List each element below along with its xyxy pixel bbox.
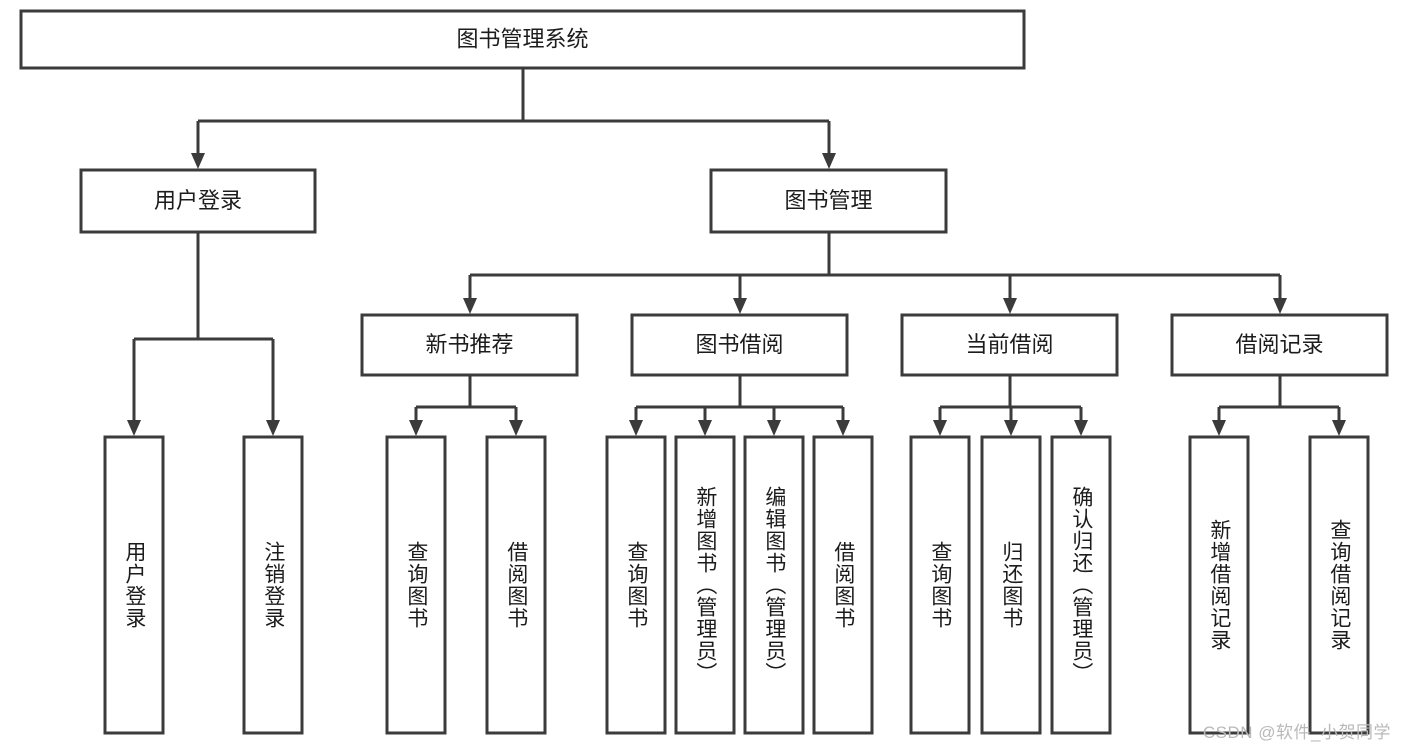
node-box[interactable] [743, 435, 805, 735]
arrow-head-icon [698, 420, 712, 436]
node-label: 用户登录 [122, 541, 146, 629]
node-label: 借阅图书 [504, 541, 528, 629]
node-box[interactable] [385, 435, 447, 735]
node-box[interactable] [812, 435, 874, 735]
node-label-wrap: 用户登录 [122, 541, 146, 629]
node-book-manage[interactable]: 图书管理 [709, 168, 948, 234]
node-label-wrap: 借阅图书 [504, 541, 528, 629]
node-label: 图书管理 [784, 188, 872, 213]
node-label-wrap: 编辑图书（管理员） [762, 486, 786, 684]
node-label-wrap: 新增图书（管理员） [693, 486, 717, 684]
node-label: 查询图书 [624, 541, 648, 629]
node-leaf-rec-borrow-book[interactable]: 借阅图书 [485, 435, 547, 735]
node-book-borrow[interactable]: 图书借阅 [630, 313, 849, 377]
node-leaf-borrow-query-book[interactable]: 查询图书 [605, 435, 667, 735]
node-leaf-rec-query-record[interactable]: 查询借阅记录 [1308, 435, 1370, 735]
node-box[interactable] [674, 435, 736, 735]
node-label: 当前借阅 [965, 332, 1053, 357]
node-label: 借阅记录 [1235, 332, 1323, 357]
arrow-head-icon [1273, 298, 1287, 314]
node-label: 新增图书（管理员） [693, 486, 717, 684]
connector-layer [127, 68, 1346, 436]
node-box[interactable] [980, 435, 1042, 735]
node-leaf-cur-return-book[interactable]: 归还图书 [980, 435, 1042, 735]
node-label-wrap: 确认归还（管理员） [1069, 486, 1093, 684]
node-label-wrap: 新增借阅记录 [1207, 519, 1231, 651]
node-root[interactable]: 图书管理系统 [19, 9, 1026, 70]
node-box[interactable] [900, 313, 1119, 377]
node-new-book-rec[interactable]: 新书推荐 [360, 313, 579, 377]
node-label: 查询借阅记录 [1327, 519, 1351, 651]
node-label: 新增借阅记录 [1207, 519, 1231, 651]
arrow-head-icon [822, 153, 836, 169]
node-leaf-borrow-borrow-book[interactable]: 借阅图书 [812, 435, 874, 735]
arrow-head-icon [1003, 298, 1017, 314]
arrow-head-icon [266, 420, 280, 436]
node-leaf-user-logout[interactable]: 注销登录 [242, 435, 304, 735]
node-leaf-user-login[interactable]: 用户登录 [103, 435, 165, 735]
node-box[interactable] [605, 435, 667, 735]
node-label: 编辑图书（管理员） [762, 486, 786, 684]
arrow-head-icon [733, 298, 747, 314]
arrow-head-icon [1074, 420, 1088, 436]
node-label-wrap: 查询图书 [928, 541, 952, 629]
node-leaf-borrow-add-book[interactable]: 新增图书（管理员） [674, 435, 736, 735]
node-current-borrow[interactable]: 当前借阅 [900, 313, 1119, 377]
arrow-head-icon [191, 153, 205, 169]
node-leaf-rec-query-book[interactable]: 查询图书 [385, 435, 447, 735]
node-box[interactable] [19, 9, 1026, 70]
arrow-head-icon [629, 420, 643, 436]
node-box[interactable] [1050, 435, 1112, 735]
arrow-head-icon [1212, 420, 1226, 436]
arrow-head-icon [1004, 420, 1018, 436]
node-label: 图书管理系统 [456, 26, 588, 51]
node-box[interactable] [360, 313, 579, 377]
node-label: 用户登录 [154, 188, 242, 213]
node-label: 注销登录 [261, 541, 285, 629]
node-label-wrap: 查询图书 [404, 541, 428, 629]
node-box[interactable] [709, 168, 948, 234]
node-box[interactable] [1170, 313, 1389, 377]
node-box[interactable] [242, 435, 304, 735]
arrow-head-icon [463, 298, 477, 314]
arrow-head-icon [933, 420, 947, 436]
node-borrow-record[interactable]: 借阅记录 [1170, 313, 1389, 377]
node-label: 查询图书 [404, 541, 428, 629]
node-user-login[interactable]: 用户登录 [79, 168, 317, 234]
node-label: 确认归还（管理员） [1069, 486, 1093, 684]
node-box[interactable] [909, 435, 971, 735]
arrow-head-icon [767, 420, 781, 436]
node-box[interactable] [79, 168, 317, 234]
node-label: 新书推荐 [425, 332, 513, 357]
node-label-wrap: 借阅图书 [831, 541, 855, 629]
node-label-wrap: 查询借阅记录 [1327, 519, 1351, 651]
arrow-head-icon [1332, 420, 1346, 436]
node-box[interactable] [485, 435, 547, 735]
node-box[interactable] [630, 313, 849, 377]
node-layer: 图书管理系统用户登录图书管理新书推荐图书借阅当前借阅借阅记录用户登录注销登录查询… [19, 9, 1389, 735]
node-box[interactable] [103, 435, 165, 735]
node-label: 图书借阅 [695, 332, 783, 357]
node-label: 借阅图书 [831, 541, 855, 629]
node-label-wrap: 注销登录 [261, 541, 285, 629]
node-label: 查询图书 [928, 541, 952, 629]
node-box[interactable] [1308, 435, 1370, 735]
arrow-head-icon [509, 420, 523, 436]
node-label: 归还图书 [999, 541, 1023, 629]
node-box[interactable] [1188, 435, 1250, 735]
node-label-wrap: 查询图书 [624, 541, 648, 629]
node-leaf-rec-add-record[interactable]: 新增借阅记录 [1188, 435, 1250, 735]
arrow-head-icon [127, 420, 141, 436]
node-leaf-cur-query-book[interactable]: 查询图书 [909, 435, 971, 735]
node-leaf-cur-confirm-return[interactable]: 确认归还（管理员） [1050, 435, 1112, 735]
arrow-head-icon [836, 420, 850, 436]
node-leaf-borrow-edit-book[interactable]: 编辑图书（管理员） [743, 435, 805, 735]
node-label-wrap: 归还图书 [999, 541, 1023, 629]
arrow-head-icon [409, 420, 423, 436]
